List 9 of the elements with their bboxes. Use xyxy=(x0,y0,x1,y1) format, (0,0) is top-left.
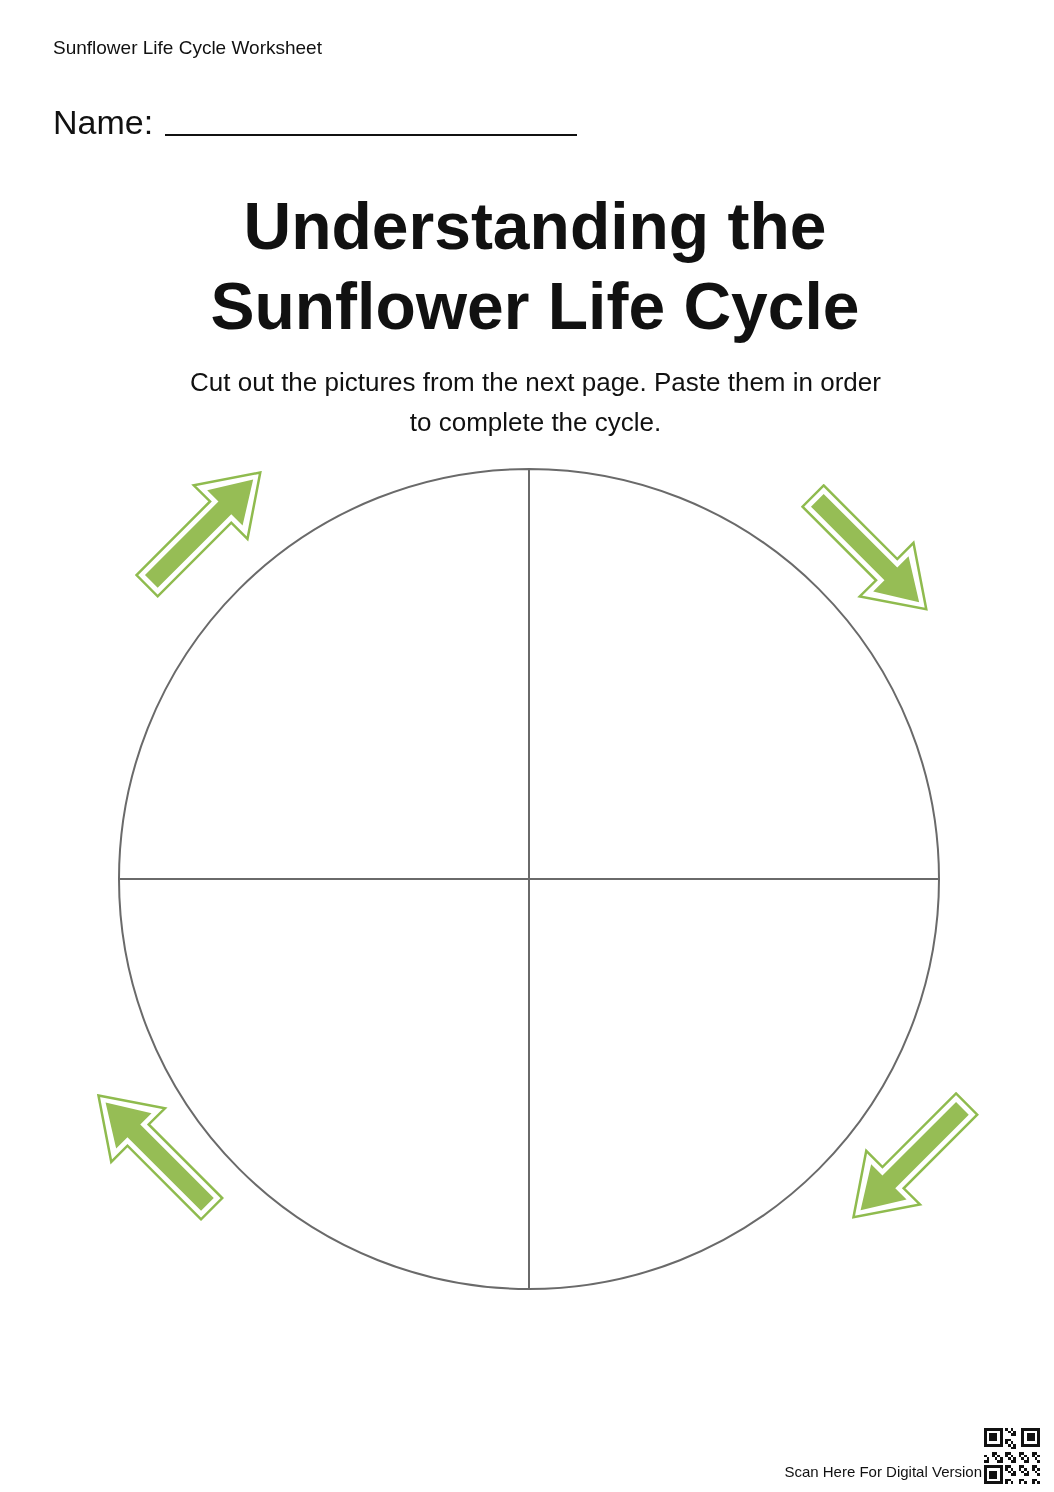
header-text: Sunflower Life Cycle Worksheet xyxy=(53,36,322,59)
footer-text: Scan Here For Digital Version xyxy=(783,1463,982,1481)
instruction-text: Cut out the pictures from the next page. Paste them in order to complete the cycle. xyxy=(189,366,882,439)
circle-quadrant xyxy=(119,469,529,879)
name-label: Name: xyxy=(53,102,154,143)
circle-quadrant xyxy=(529,469,939,879)
circle-quadrant xyxy=(119,879,529,1289)
circle-quadrant xyxy=(529,879,939,1289)
title-text: Understanding the Sunflower Life Cycle xyxy=(209,188,861,345)
